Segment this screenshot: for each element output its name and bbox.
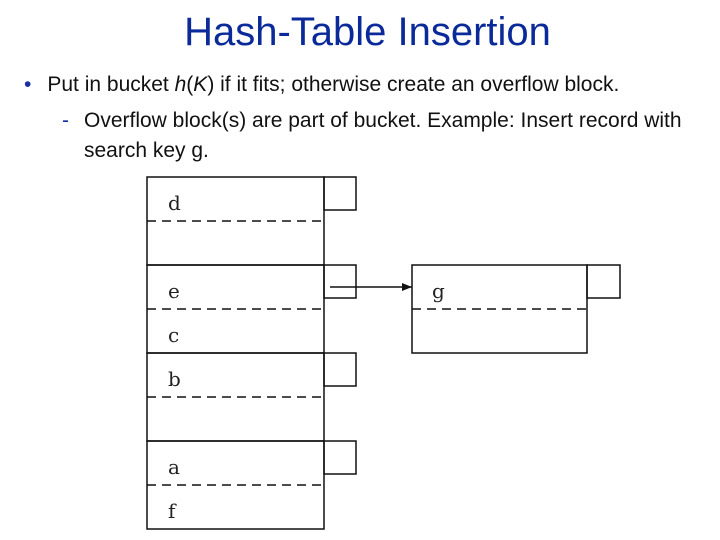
record-label-f: f xyxy=(168,499,177,523)
overflow-block: g xyxy=(411,264,621,354)
bucket-2: b xyxy=(146,352,357,442)
pointer-slot xyxy=(586,264,621,299)
pointer-slot xyxy=(323,352,357,387)
bullet-func: h xyxy=(174,73,187,96)
bullet-key: K xyxy=(193,73,208,96)
bullet-text-after: ) if it fits; otherwise create an overfl… xyxy=(207,73,620,96)
pointer-slot xyxy=(323,264,357,299)
pointer-slot xyxy=(323,176,357,211)
bullet-dot-icon: • xyxy=(24,73,32,96)
record-label-e: e xyxy=(168,279,180,303)
sub-bullet-text: Overflow block(s) are part of bucket. Ex… xyxy=(84,109,682,162)
pointer-slot xyxy=(323,440,357,475)
bucket-3: a f xyxy=(146,440,357,530)
record-label-b: b xyxy=(168,367,181,391)
bucket-0: d xyxy=(146,176,357,266)
bullet-point: • Put in bucket h(K) if it fits; otherwis… xyxy=(24,73,619,97)
dash-icon: - xyxy=(62,109,69,132)
bucket-1: e c xyxy=(146,264,357,354)
bullet-text-before: Put in bucket xyxy=(47,73,175,96)
record-label-a: a xyxy=(168,455,180,479)
slide-title: Hash-Table Insertion xyxy=(184,10,551,54)
bullet-open-paren: ( xyxy=(186,73,194,96)
record-label-g: g xyxy=(432,279,445,303)
record-label-d: d xyxy=(168,191,181,215)
record-label-c: c xyxy=(168,323,179,347)
